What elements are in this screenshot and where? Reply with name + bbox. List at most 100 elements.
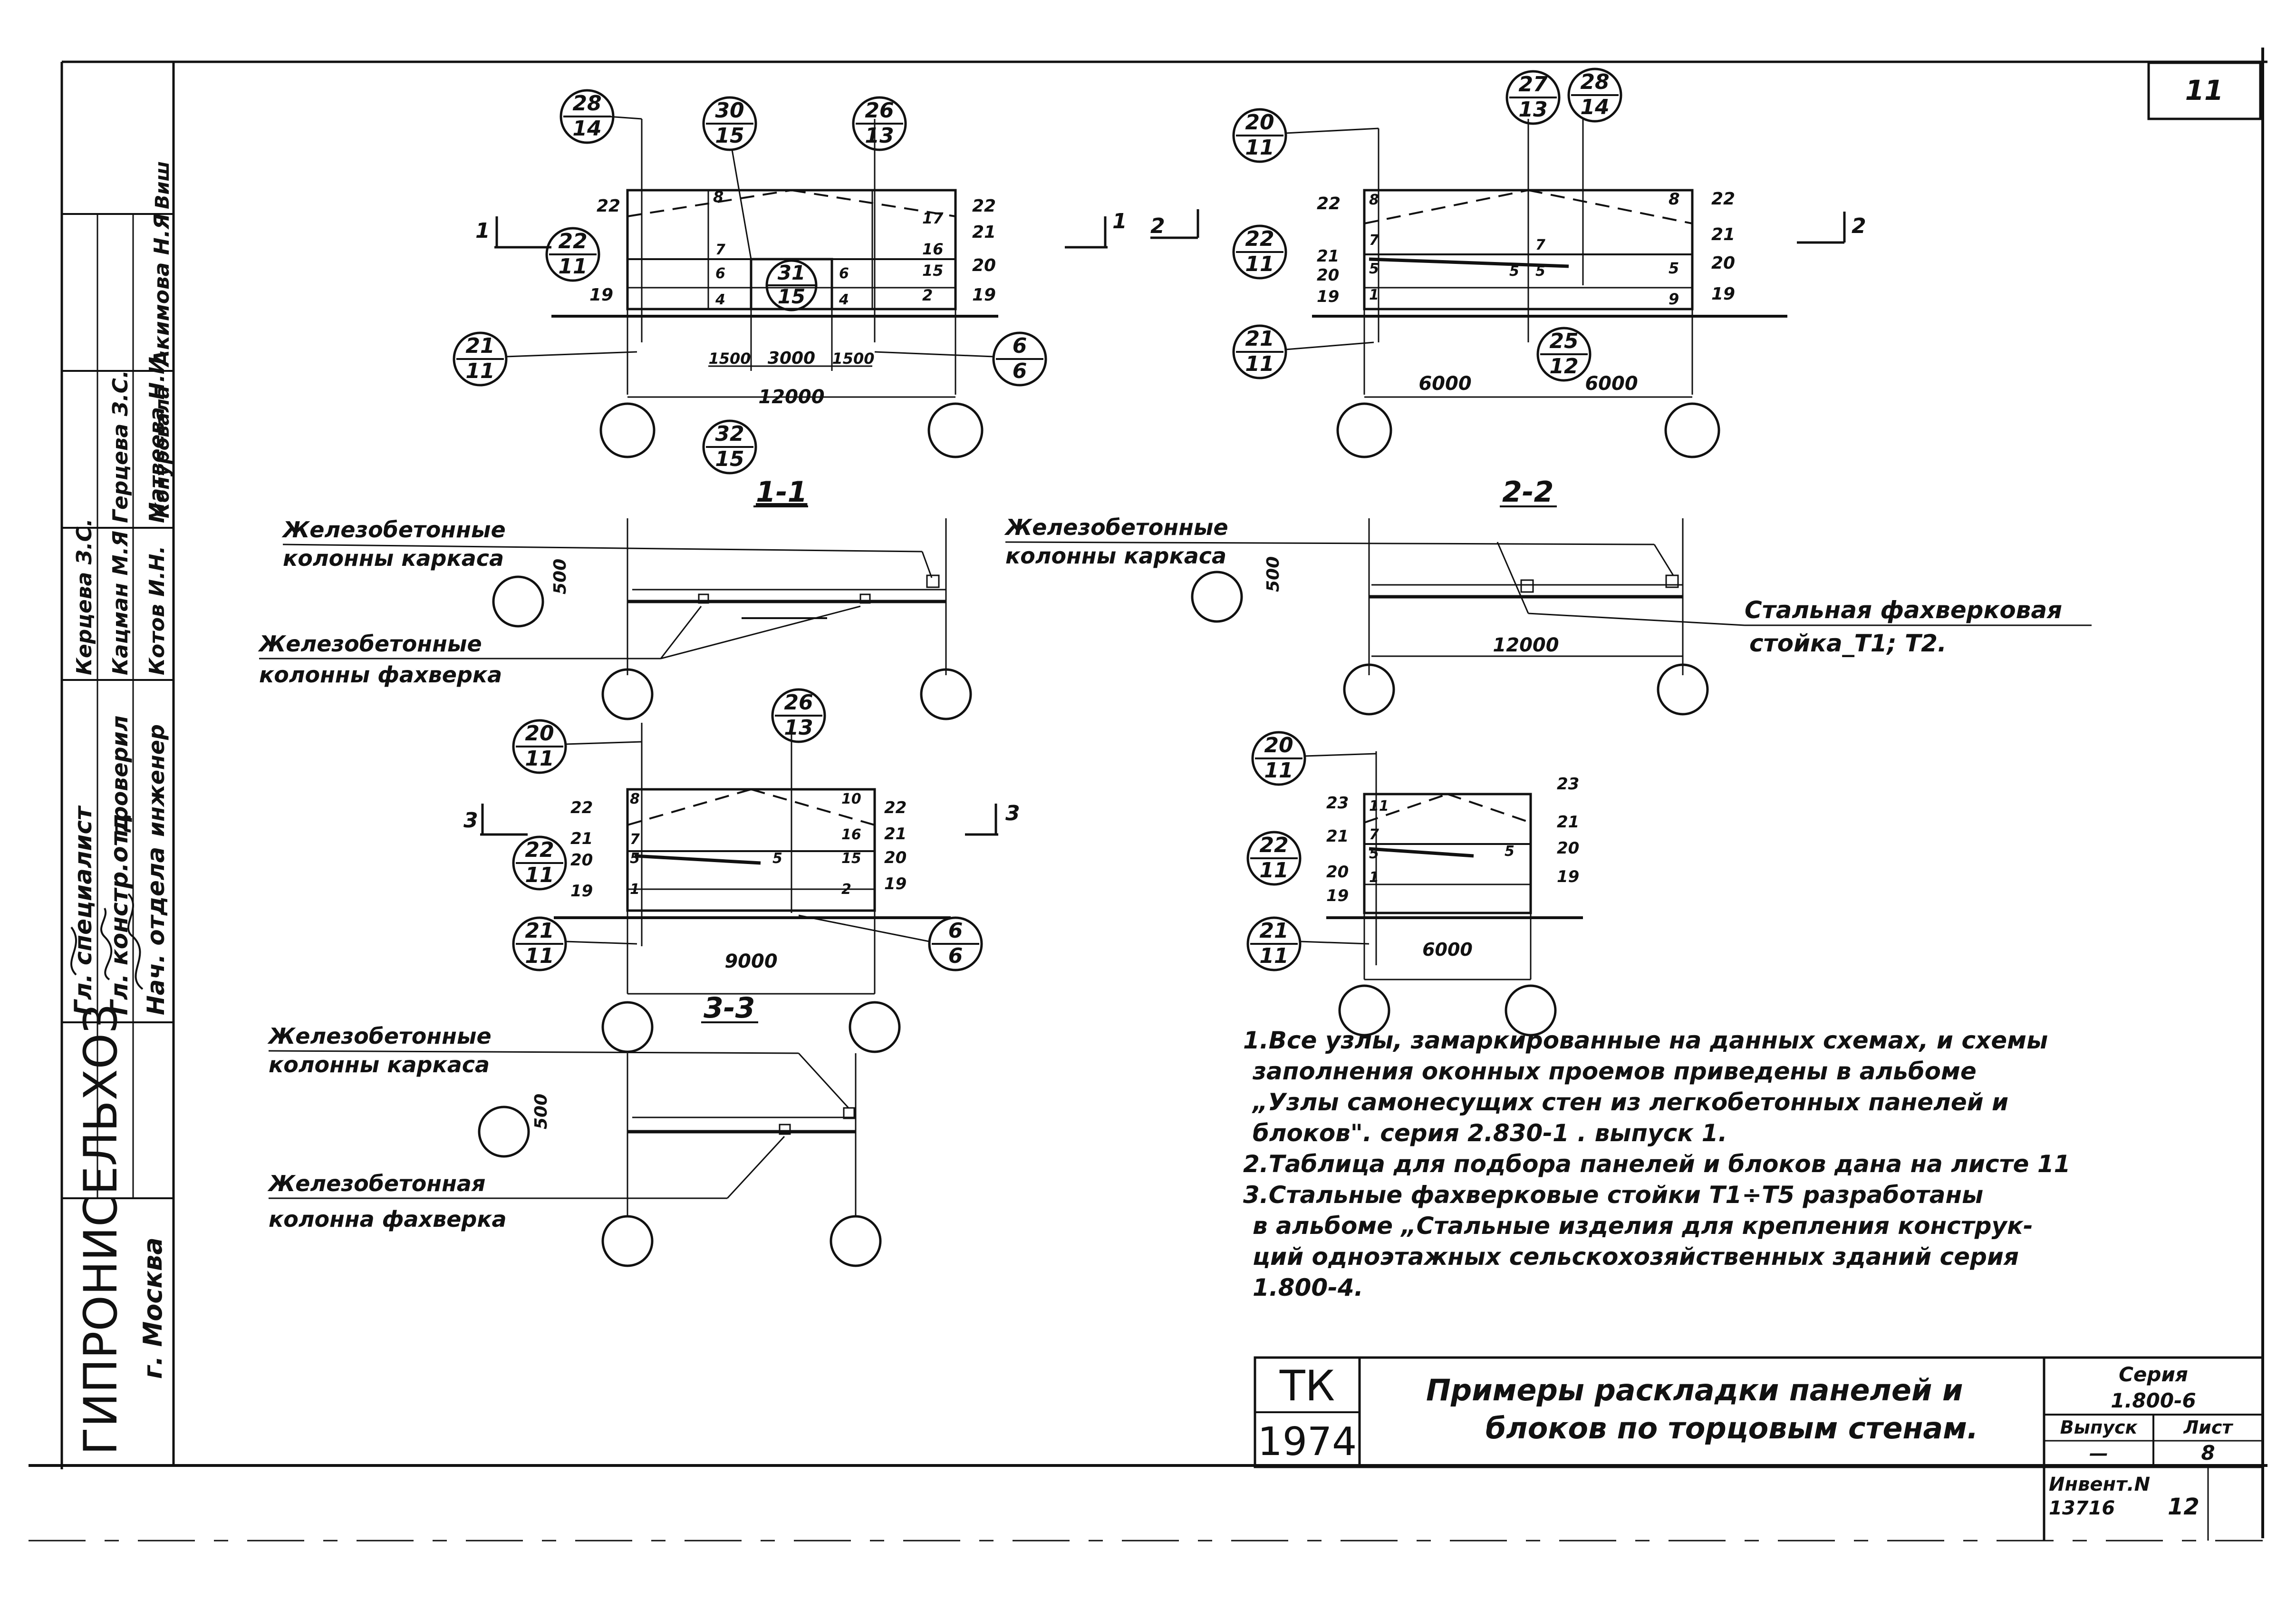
mark-4: 4 — [839, 291, 849, 308]
leader-line — [1005, 541, 1655, 545]
mark-8: 8 — [630, 791, 640, 807]
callout-27-13: 27 13 — [1505, 70, 1561, 125]
cut-label-1: 1 — [475, 219, 490, 243]
callout-num: 26 — [784, 690, 813, 715]
dim-500-c: 500 — [531, 1094, 551, 1129]
mark-5: 5 — [1369, 261, 1379, 277]
mark-7: 7 — [630, 831, 640, 848]
section-title-1-1: 1-1 — [756, 475, 807, 509]
mark-20: 20 — [1557, 839, 1579, 858]
mark-21: 21 — [1326, 827, 1349, 846]
mark-8: 8 — [713, 188, 724, 206]
callout-num: 27 — [1518, 72, 1548, 97]
mark-10: 10 — [841, 791, 861, 807]
stamp-role-5: проверил — [107, 716, 133, 837]
elevation-2 — [1312, 119, 1787, 458]
callout-21-11: 21 11 — [453, 331, 637, 387]
stamp-top-name-2: Копуровала — [152, 386, 174, 518]
callout-sheet: 6 — [1013, 359, 1027, 383]
stamp-org: ГИПРОНИСЕЛЬХОЗ — [74, 1004, 127, 1455]
note-line: 1.800-4. — [1253, 1274, 1363, 1301]
mark-16: 16 — [922, 240, 944, 258]
mark-6: 6 — [715, 265, 725, 282]
series-label: Серия — [2119, 1363, 2188, 1386]
code-bottom: 1974 — [1258, 1419, 1357, 1465]
mark-5: 5 — [772, 850, 782, 867]
callout-sheet: 11 — [1245, 252, 1274, 276]
mark-20: 20 — [1317, 266, 1339, 285]
callout-sheet: 13 — [865, 124, 894, 148]
mark-21: 21 — [884, 825, 907, 844]
note-line: 1.Все узлы, замаркированные на данных сх… — [1243, 1027, 2048, 1054]
mark-16: 16 — [841, 826, 861, 843]
leader-line — [921, 551, 933, 578]
label-rc-half-column-line1: Железобетонная — [267, 1171, 485, 1196]
callout-6-6: 6 6 — [798, 914, 983, 971]
mark-6: 6 — [839, 265, 849, 282]
mark-20: 20 — [570, 851, 593, 870]
leader-line — [282, 543, 923, 553]
callout-28-14: 28 14 — [560, 89, 642, 144]
callout-sheet: 11 — [525, 863, 554, 887]
note-line: заполнения оконных проемов приведены в а… — [1252, 1058, 1977, 1085]
mark-20: 20 — [1326, 863, 1349, 882]
mark-23: 23 — [1326, 794, 1349, 813]
mark-11: 11 — [1369, 798, 1389, 815]
sheet-value: 8 — [2201, 1441, 2215, 1465]
dim-6000-c: 6000 — [1422, 939, 1473, 960]
callout-num: 32 — [715, 422, 744, 446]
mark-15: 15 — [922, 262, 944, 280]
callout-num: 22 — [1245, 227, 1274, 251]
sheet-number-box — [2147, 61, 2262, 120]
dim-6000-a: 6000 — [1418, 373, 1471, 395]
callout-sheet: 11 — [1245, 136, 1274, 160]
callout-sheet: 14 — [572, 116, 601, 141]
stamp-name-3: Керцева З.С. — [72, 518, 96, 675]
callout-num: 28 — [572, 91, 601, 116]
stamp-name-5: Герцева З.С. — [108, 370, 133, 523]
mark-19: 19 — [1557, 867, 1579, 886]
callout-22-11: 22 11 — [545, 227, 600, 282]
callout-num: 6 — [948, 919, 963, 943]
callout-num: 20 — [525, 721, 554, 746]
cut-label-2: 2 — [1150, 214, 1165, 238]
callout-sheet: 13 — [784, 716, 813, 740]
dim-12000-b: 12000 — [1493, 634, 1559, 656]
mark-7: 7 — [1369, 232, 1379, 249]
mark-1: 1 — [1369, 287, 1379, 303]
label-steel-post-line2: стойка_Т1; Т2. — [1749, 630, 1947, 657]
stamp-role-1: Нач. отдела — [142, 847, 170, 1015]
signature — [70, 926, 77, 976]
notes: 1.Все узлы, замаркированные на данных сх… — [1243, 1027, 2070, 1301]
callout-28-14: 28 14 — [1567, 68, 1622, 123]
mark-19: 19 — [1326, 886, 1349, 905]
mark-22: 22 — [570, 798, 593, 817]
signature — [127, 893, 144, 990]
callout-32-15: 32 15 — [702, 419, 757, 475]
callout-num: 21 — [465, 334, 494, 358]
label-rc-frame-columns-line1: Железобетонные — [267, 1023, 492, 1049]
callout-20-11: 20 11 — [1232, 108, 1379, 163]
stamp-role-2: Гл. констр.отд — [106, 813, 133, 1015]
elevation-3 — [554, 723, 951, 1053]
dim-1500-a: 1500 — [708, 349, 751, 368]
dim-1500-b: 1500 — [832, 349, 874, 368]
label-rc-frame-columns-line2: колонны каркаса — [1005, 543, 1226, 569]
title-line1: Примеры раскладки панелей и — [1426, 1373, 1963, 1407]
callout-num: 21 — [1259, 919, 1288, 943]
mark-1: 1 — [1369, 869, 1379, 886]
callout-26-13: 26 13 — [771, 688, 826, 743]
mark-20: 20 — [884, 848, 907, 867]
callout-sheet: 6 — [948, 944, 963, 968]
callout-num: 6 — [1013, 334, 1027, 358]
mark-22: 22 — [597, 196, 620, 216]
note-line: в альбоме „Стальные изделия для креплени… — [1253, 1212, 2033, 1240]
plan-3-3 — [478, 1053, 882, 1267]
callout-21-11: 21 11 — [1246, 916, 1370, 971]
callout-sheet: 15 — [715, 447, 744, 471]
sheet-number: 11 — [2185, 74, 2224, 107]
mark-19: 19 — [589, 285, 613, 305]
callout-25-12: 25 12 — [1536, 327, 1592, 382]
callout-22-11: 22 11 — [512, 835, 567, 891]
